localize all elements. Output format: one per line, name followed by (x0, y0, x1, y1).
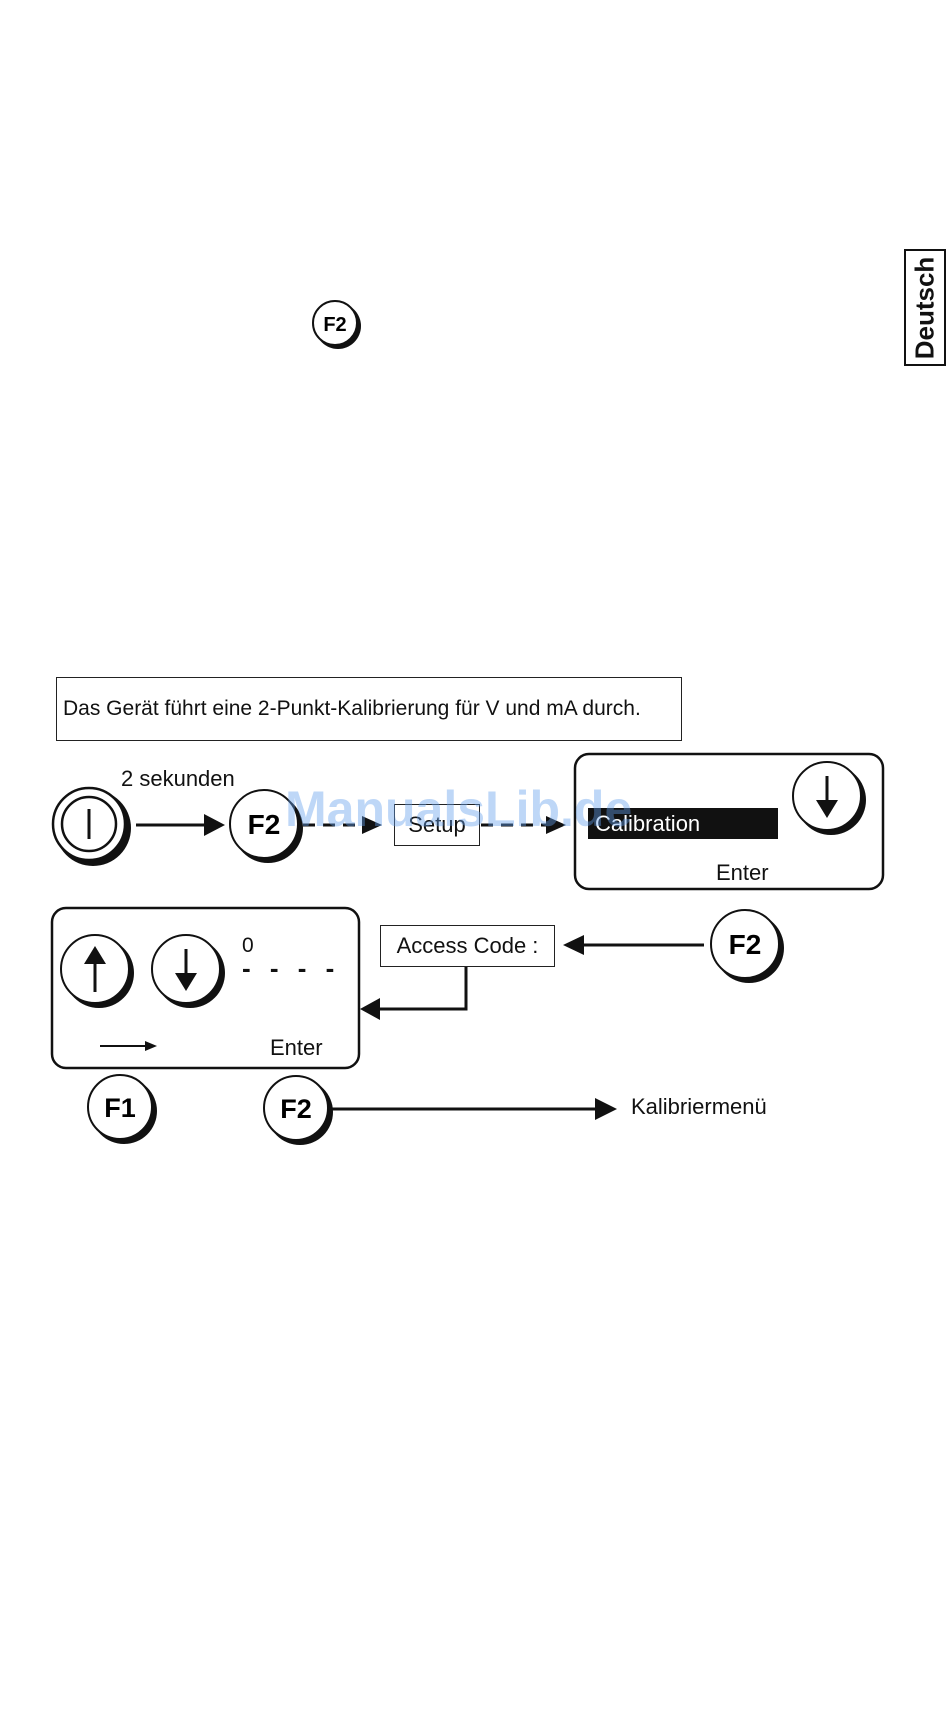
watermark-text: ManualsLib.de (285, 780, 632, 838)
calibration-menu-label: Kalibriermenü (631, 1094, 767, 1120)
calibration-enter-label: Enter (716, 860, 769, 885)
f1-key-label: F1 (104, 1093, 136, 1123)
connector-access-code-to-panel (378, 967, 466, 1009)
f2-key-access-code-label: F2 (729, 929, 762, 960)
f2-key-step1-label: F2 (248, 809, 281, 840)
power-button-icon (53, 788, 131, 866)
inline-f2-key-label: F2 (323, 314, 346, 336)
f2-key-access-code-icon: F2 (711, 910, 784, 983)
access-code-box: Access Code : (380, 925, 555, 967)
arrowhead-power-to-f2 (204, 814, 225, 836)
access-code-label: Access Code : (397, 933, 539, 958)
code-enter-label: Enter (270, 1035, 323, 1060)
inline-f2-key-icon: F2 (313, 301, 361, 349)
f1-key-icon: F1 (88, 1075, 157, 1144)
f2-key-bottom-icon: F2 (264, 1076, 333, 1145)
duration-label: 2 sekunden (121, 766, 235, 792)
code-placeholder-dashes: - - - - (242, 953, 340, 983)
f2-key-bottom-label: F2 (280, 1094, 312, 1124)
